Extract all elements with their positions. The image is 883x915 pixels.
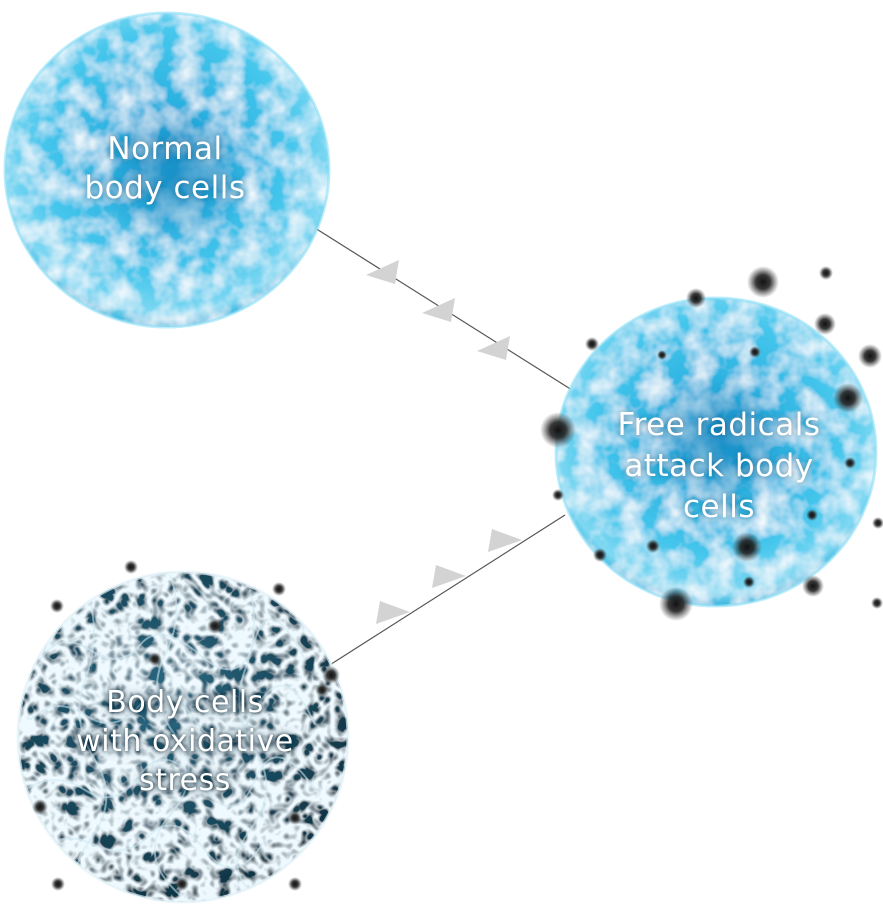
free-radical-particle-icon <box>732 532 762 562</box>
free-radical-particle-icon <box>872 517 883 529</box>
connector-line-2 <box>324 514 566 669</box>
flow-arrowhead-icon <box>432 565 466 588</box>
flow-arrowhead-icon <box>477 336 510 360</box>
free-radical-particle-icon <box>743 576 755 588</box>
free-radical-particle-icon <box>686 288 706 308</box>
attacked-cell-label-line-2: attack body <box>624 448 814 484</box>
free-radical-particles <box>32 266 883 891</box>
free-radical-particle-icon <box>858 344 882 368</box>
damaged-cell-label-line-2: with oxidative <box>76 724 294 759</box>
free-radical-particle-icon <box>51 877 65 891</box>
free-radical-particle-icon <box>207 618 223 634</box>
free-radical-particle-icon <box>552 489 564 501</box>
flow-arrowhead-icon <box>422 298 455 322</box>
free-radical-particle-icon <box>175 877 189 891</box>
normal-cell-label: Normal body cells <box>45 130 285 208</box>
free-radical-particle-icon <box>124 560 138 574</box>
free-radical-particle-icon <box>322 666 340 684</box>
damaged-cell-label-line-3: stress <box>139 763 231 798</box>
free-radical-particle-icon <box>593 548 607 562</box>
damaged-cell-image <box>16 570 350 904</box>
free-radical-particle-icon <box>814 313 836 335</box>
free-radical-particle-icon <box>747 266 779 298</box>
flow-arrowhead-icon <box>366 260 399 284</box>
free-radical-particle-icon <box>148 652 162 666</box>
free-radical-particle-icon <box>819 266 833 280</box>
normal-cell-label-line-2: body cells <box>84 170 246 206</box>
normal-cell-label-line-1: Normal <box>107 131 223 167</box>
free-radical-particle-icon <box>659 587 693 621</box>
free-radical-particle-icon <box>806 509 818 521</box>
free-radical-particle-icon <box>871 597 883 609</box>
free-radical-particle-icon <box>749 346 761 358</box>
free-radical-particle-icon <box>32 799 48 815</box>
free-radical-particle-icon <box>315 683 329 697</box>
flow-arrowhead-icon <box>376 601 410 624</box>
attacked-cell-label-line-1: Free radicals <box>617 407 821 443</box>
free-radical-particle-icon <box>844 457 856 469</box>
free-radical-particle-icon <box>646 539 660 553</box>
free-radical-particle-icon <box>657 350 667 360</box>
free-radical-particle-icon <box>50 599 64 613</box>
attacked-cell-label-line-3: cells <box>683 489 755 525</box>
flow-arrowhead-icon <box>488 529 522 552</box>
attacked-cell-image <box>554 296 878 608</box>
free-radical-particle-icon <box>288 811 302 825</box>
free-radical-particle-icon <box>833 383 863 413</box>
free-radical-particle-icon <box>272 582 286 596</box>
damaged-cell-label-line-1: Body cells <box>106 685 264 720</box>
attacked-cell-label: Free radicals attack body cells <box>588 405 850 528</box>
free-radical-particle-icon <box>802 575 824 597</box>
normal-cell-image <box>3 11 331 329</box>
damaged-cell-label: Body cells with oxidative stress <box>40 683 330 800</box>
free-radical-particle-icon <box>540 412 576 448</box>
free-radical-particle-icon <box>585 337 599 351</box>
free-radical-particle-icon <box>288 877 302 891</box>
